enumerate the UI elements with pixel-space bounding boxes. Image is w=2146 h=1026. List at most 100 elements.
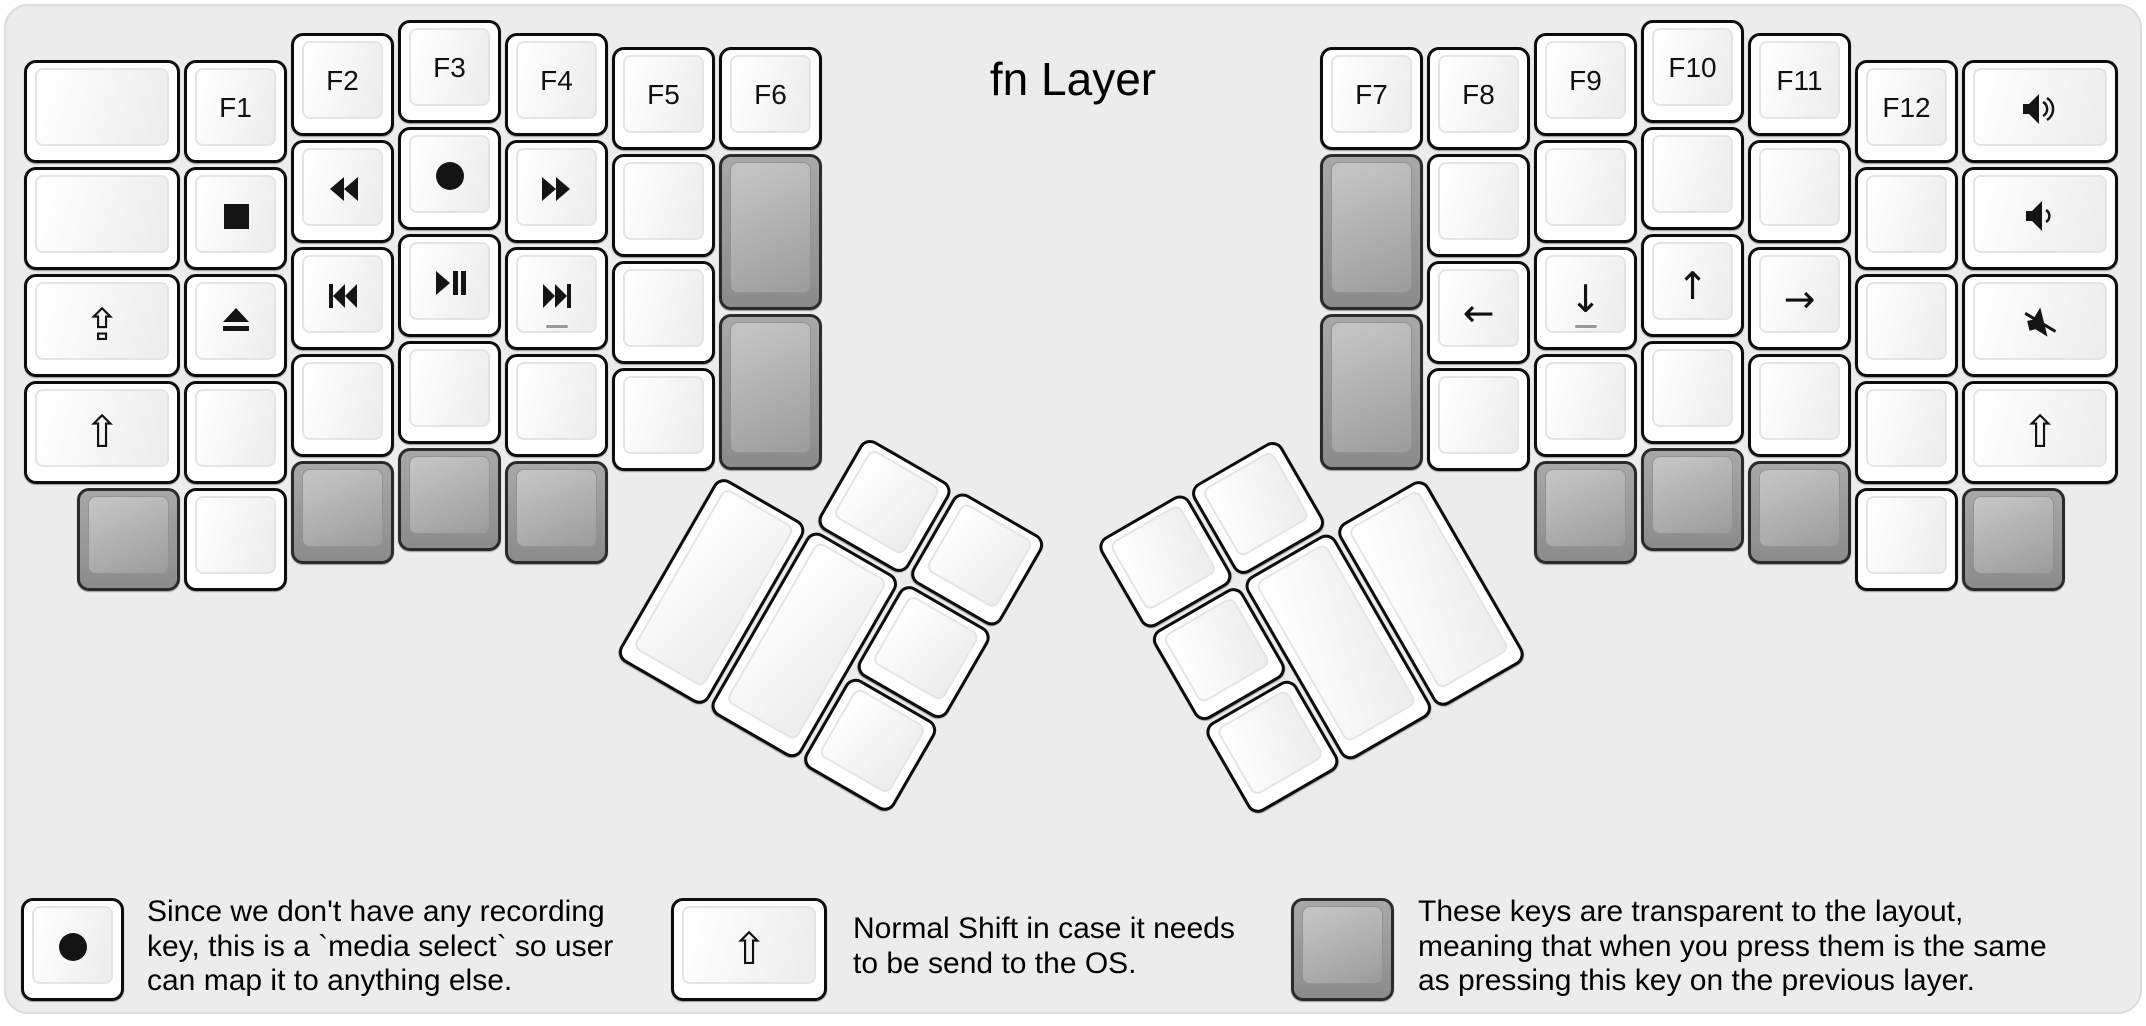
key-caps-lock[interactable]: ⇪ (24, 274, 180, 377)
homing-bar (545, 325, 568, 328)
key-eject[interactable] (184, 274, 287, 377)
keycap-legend: ⇧ (1965, 384, 2115, 481)
key-transparent[interactable] (1962, 488, 2065, 591)
key-stop[interactable] (184, 167, 287, 270)
key-play-pause[interactable] (398, 234, 501, 337)
keycap-surface (682, 906, 816, 984)
keycap-surface (35, 175, 169, 253)
key-blank[interactable] (505, 354, 608, 457)
key-f8[interactable]: F8 (1427, 47, 1530, 150)
keycap-legend (1965, 277, 2115, 374)
key-shift[interactable]: ⇧ (671, 898, 827, 1001)
keycap-surface (1438, 376, 1519, 454)
key-f9[interactable]: F9 (1534, 33, 1637, 136)
key-blank[interactable] (1641, 127, 1744, 230)
key-arrow-left[interactable]: ← (1427, 261, 1530, 364)
key-next-track[interactable] (505, 247, 608, 350)
key-transparent[interactable] (398, 448, 501, 551)
key-transparent[interactable] (1291, 898, 1394, 1001)
keycap-surface (516, 41, 597, 119)
key-blank[interactable] (24, 60, 180, 163)
key-blank[interactable] (1427, 368, 1530, 471)
key-volume-up[interactable] (1962, 60, 2118, 163)
key-transparent[interactable] (719, 154, 822, 310)
key-blank[interactable] (612, 261, 715, 364)
key-f1[interactable]: F1 (184, 60, 287, 163)
key-arrow-up[interactable]: ↑ (1641, 234, 1744, 337)
key-blank[interactable] (1855, 488, 1958, 591)
shift-icon: ⇧ (83, 406, 121, 458)
key-f5[interactable]: F5 (612, 47, 715, 150)
key-rewind[interactable] (291, 140, 394, 243)
keycap-surface (409, 28, 490, 106)
keycap-surface (1973, 282, 2107, 360)
key-record[interactable] (398, 127, 501, 230)
key-blank[interactable] (24, 167, 180, 270)
keycap-surface (1652, 28, 1733, 106)
key-transparent[interactable] (1748, 461, 1851, 564)
key-blank[interactable] (612, 154, 715, 257)
keycap-surface (1652, 135, 1733, 213)
keycap-legend: F5 (615, 50, 712, 147)
key-blank[interactable] (1855, 381, 1958, 484)
key-f6[interactable]: F6 (719, 47, 822, 150)
keycap-surface (516, 362, 597, 440)
key-blank[interactable] (184, 381, 287, 484)
key-volume-down[interactable] (1962, 167, 2118, 270)
key-prev-track[interactable] (291, 247, 394, 350)
legend-text-transparent-keys: These keys are transparent to the layout… (1418, 895, 2047, 999)
record-icon (53, 927, 93, 972)
key-blank[interactable] (1748, 354, 1851, 457)
key-f4[interactable]: F4 (505, 33, 608, 136)
keycap-legend (1965, 170, 2115, 267)
key-f2[interactable]: F2 (291, 33, 394, 136)
key-record[interactable] (21, 898, 124, 1001)
key-f10[interactable]: F10 (1641, 20, 1744, 123)
keycap-surface (1866, 68, 1947, 146)
key-shift[interactable]: ⇧ (1962, 381, 2118, 484)
key-f7[interactable]: F7 (1320, 47, 1423, 150)
key-shift[interactable]: ⇧ (24, 381, 180, 484)
keycap-surface (730, 162, 811, 293)
keycap-legend (24, 901, 121, 998)
keycap-surface (1545, 148, 1626, 226)
key-blank[interactable] (398, 341, 501, 444)
key-blank[interactable] (291, 354, 394, 457)
key-label: F5 (647, 78, 680, 110)
key-label: F10 (1668, 51, 1717, 83)
key-transparent[interactable] (1641, 448, 1744, 551)
key-transparent[interactable] (1320, 154, 1423, 310)
arrow-down-icon: ↓ (1569, 276, 1602, 321)
key-arrow-right[interactable]: → (1748, 247, 1851, 350)
key-blank[interactable] (612, 368, 715, 471)
key-transparent[interactable] (291, 461, 394, 564)
key-blank[interactable] (1427, 154, 1530, 257)
keycap-surface (1302, 906, 1383, 984)
key-transparent[interactable] (719, 314, 822, 470)
keycap-surface (730, 322, 811, 453)
key-arrow-down[interactable]: ↓ (1534, 247, 1637, 350)
key-blank[interactable] (1748, 140, 1851, 243)
key-fast-forward[interactable] (505, 140, 608, 243)
key-blank[interactable] (184, 488, 287, 591)
key-blank[interactable] (1534, 354, 1637, 457)
key-blank[interactable] (1641, 341, 1744, 444)
key-label: F11 (1776, 64, 1823, 96)
key-transparent[interactable] (77, 488, 180, 591)
volume-up-icon (2020, 89, 2060, 134)
arrow-up-icon: ↑ (1676, 263, 1709, 308)
key-blank[interactable] (1534, 140, 1637, 243)
keycap-surface (1652, 349, 1733, 427)
key-label: F12 (1882, 91, 1931, 123)
key-transparent[interactable] (1320, 314, 1423, 470)
keycap-surface (1759, 469, 1840, 547)
key-volume-mute[interactable] (1962, 274, 2118, 377)
key-f11[interactable]: F11 (1748, 33, 1851, 136)
key-blank[interactable] (1855, 274, 1958, 377)
key-f12[interactable]: F12 (1855, 60, 1958, 163)
key-label: F7 (1355, 78, 1388, 110)
key-f3[interactable]: F3 (398, 20, 501, 123)
key-transparent[interactable] (505, 461, 608, 564)
key-blank[interactable] (1855, 167, 1958, 270)
key-transparent[interactable] (1534, 461, 1637, 564)
